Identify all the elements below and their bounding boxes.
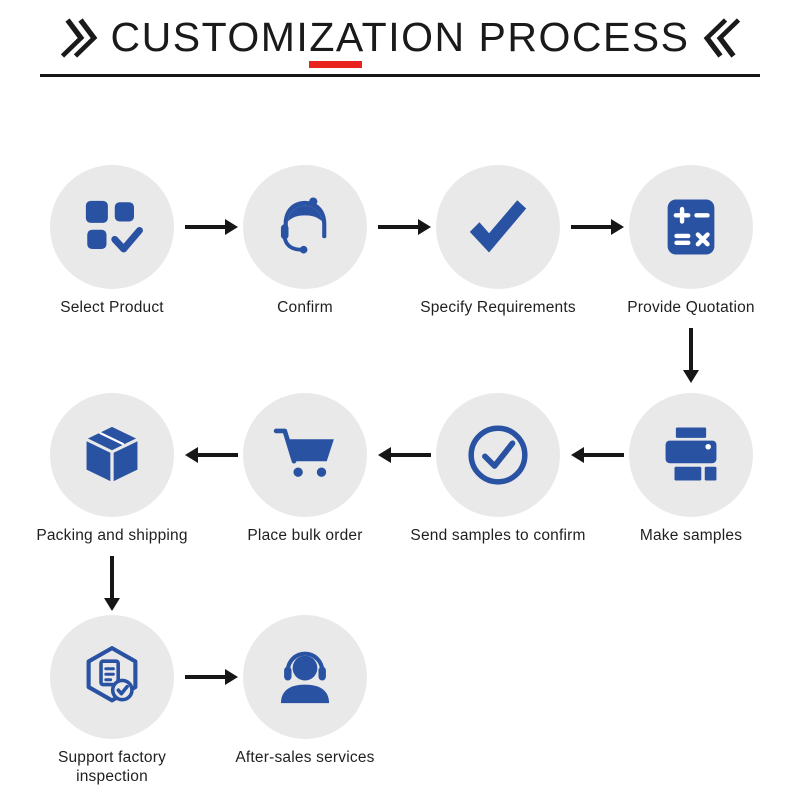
shopping-cart-icon [273, 428, 334, 477]
product-grid-check-icon [85, 200, 143, 253]
step-circle [50, 615, 174, 739]
step-specify-requirements: Specify Requirements [403, 165, 593, 317]
step-circle [629, 165, 753, 289]
arrow-confirm-to-specify [378, 219, 431, 235]
step-label: Select Product [60, 299, 164, 316]
arrow-select-to-confirm [185, 219, 238, 235]
title-accent-part: ZA [309, 14, 362, 69]
step-label: Place bulk order [247, 527, 363, 544]
step-packing-shipping: Packing and shipping [17, 393, 207, 545]
divider-line [40, 74, 760, 77]
step-label: Support factory inspection [57, 749, 167, 786]
step-circle [436, 165, 560, 289]
step-send-samples: Send samples to confirm [403, 393, 593, 545]
printer-icon [665, 427, 717, 481]
step-label: Confirm [277, 299, 333, 316]
arrow-confirm-samples-to-bulk [378, 447, 431, 463]
step-label: Specify Requirements [420, 299, 576, 316]
package-box-icon [86, 426, 138, 482]
arrow-samples-to-confirm-samples [571, 447, 624, 463]
double-chevron-left-icon [703, 18, 740, 58]
step-circle [243, 165, 367, 289]
title-part-1: CUSTOMI [110, 14, 310, 61]
arrow-specify-to-quotation [571, 219, 624, 235]
step-confirm: Confirm [210, 165, 400, 317]
step-label: After-sales services [235, 749, 375, 766]
double-chevron-right-icon [60, 18, 97, 58]
header: CUSTOMIZATION PROCESS [0, 8, 800, 69]
step-place-bulk-order: Place bulk order [210, 393, 400, 545]
calculator-icon [667, 199, 715, 255]
arrow-inspection-to-aftersales [185, 669, 238, 685]
after-sales-headset-icon [280, 651, 330, 704]
step-factory-inspection: Support factory inspection [17, 615, 207, 787]
arrow-bulk-to-packing [185, 447, 238, 463]
step-make-samples: Make samples [596, 393, 786, 545]
step-select-product: Select Product [17, 165, 207, 317]
circle-check-icon [468, 425, 528, 485]
step-circle [243, 615, 367, 739]
page-title: CUSTOMIZATION PROCESS [110, 14, 690, 69]
arrow-quotation-to-samples [683, 328, 699, 383]
step-provide-quotation: Provide Quotation [596, 165, 786, 317]
title-part-2: TION PROCESS [361, 14, 690, 61]
step-label: Provide Quotation [627, 299, 755, 316]
checkmark-icon [469, 200, 527, 253]
step-circle [629, 393, 753, 517]
step-label: Make samples [639, 527, 743, 544]
customer-service-icon [280, 197, 327, 254]
step-circle [243, 393, 367, 517]
step-circle [436, 393, 560, 517]
step-after-sales: After-sales services [210, 615, 400, 767]
step-circle [50, 165, 174, 289]
step-circle [50, 393, 174, 517]
step-label: Send samples to confirm [410, 527, 586, 544]
factory-inspection-icon [86, 646, 138, 703]
arrow-packing-to-inspection [104, 556, 120, 611]
step-label: Packing and shipping [36, 527, 188, 544]
